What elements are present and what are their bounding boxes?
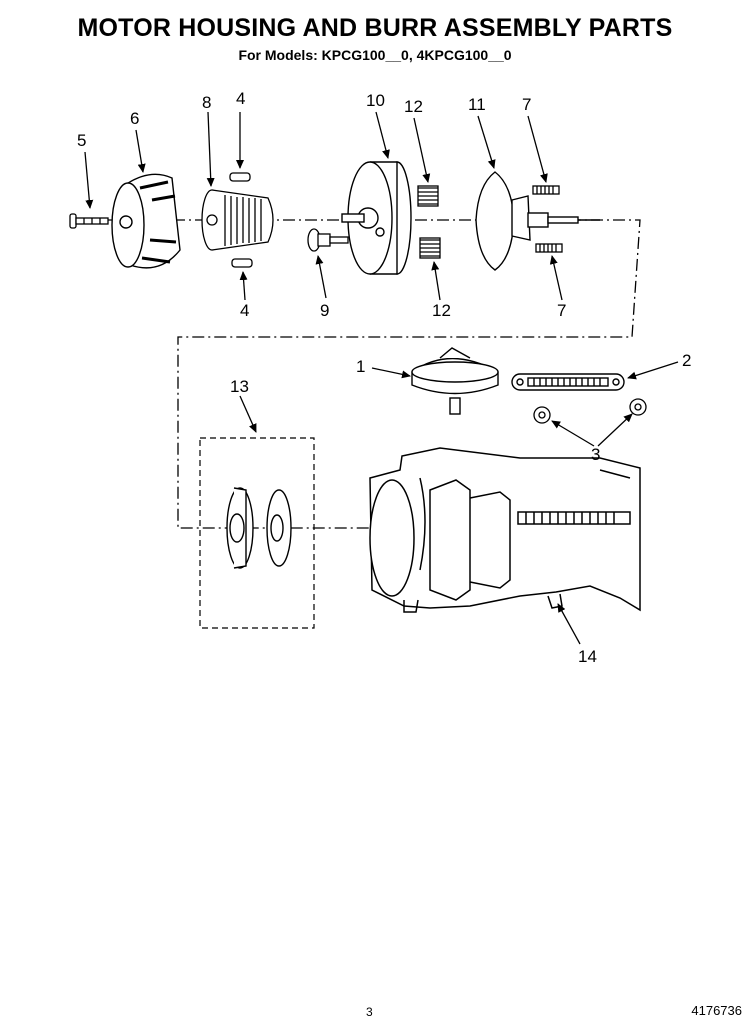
callout-2: 2 xyxy=(682,351,691,370)
page-number: 3 xyxy=(366,1005,373,1019)
callout-1: 1 xyxy=(356,357,365,376)
part-thumb-screw-9 xyxy=(307,228,349,252)
part-burr-carrier-10 xyxy=(341,161,412,275)
part-springs-12 xyxy=(417,185,441,259)
callout-labels: 5 6 8 4 4 9 10 12 12 11 7 7 1 2 3 13 14 xyxy=(77,89,691,666)
callout-7-bottom: 7 xyxy=(557,301,566,320)
callout-12-top: 12 xyxy=(404,97,423,116)
part-gear-rack-2 xyxy=(511,373,625,391)
models-subtitle: For Models: KPCG100__0, 4KPCG100__0 xyxy=(238,47,512,63)
callout-9: 9 xyxy=(320,301,329,320)
part-burr-plate-11 xyxy=(475,171,600,271)
part-pins-4 xyxy=(229,172,253,268)
callout-6: 6 xyxy=(130,109,139,128)
callout-12-bottom: 12 xyxy=(432,301,451,320)
callout-7-top: 7 xyxy=(522,95,531,114)
part-screw-5 xyxy=(69,213,109,229)
callout-13: 13 xyxy=(230,377,249,396)
callout-14: 14 xyxy=(578,647,597,666)
callout-4-bottom: 4 xyxy=(240,301,249,320)
document-number: 4176736 xyxy=(691,1003,742,1018)
page-title: MOTOR HOUSING AND BURR ASSEMBLY PARTS xyxy=(77,14,673,42)
part-threaded-ring-8 xyxy=(201,189,274,251)
callout-5: 5 xyxy=(77,131,86,150)
leader-lines xyxy=(84,111,679,645)
callout-4-top: 4 xyxy=(236,89,245,108)
part-springs-7 xyxy=(532,185,563,253)
callout-11: 11 xyxy=(468,95,486,114)
part-nuts-3 xyxy=(533,398,647,424)
callout-8: 8 xyxy=(202,93,211,112)
callout-3: 3 xyxy=(591,445,600,464)
part-motor-housing-14 xyxy=(369,447,641,613)
part-cone-1 xyxy=(411,347,499,415)
callout-10: 10 xyxy=(366,91,385,110)
part-gasket-set-13 xyxy=(199,437,315,629)
part-knob-6 xyxy=(111,173,181,269)
